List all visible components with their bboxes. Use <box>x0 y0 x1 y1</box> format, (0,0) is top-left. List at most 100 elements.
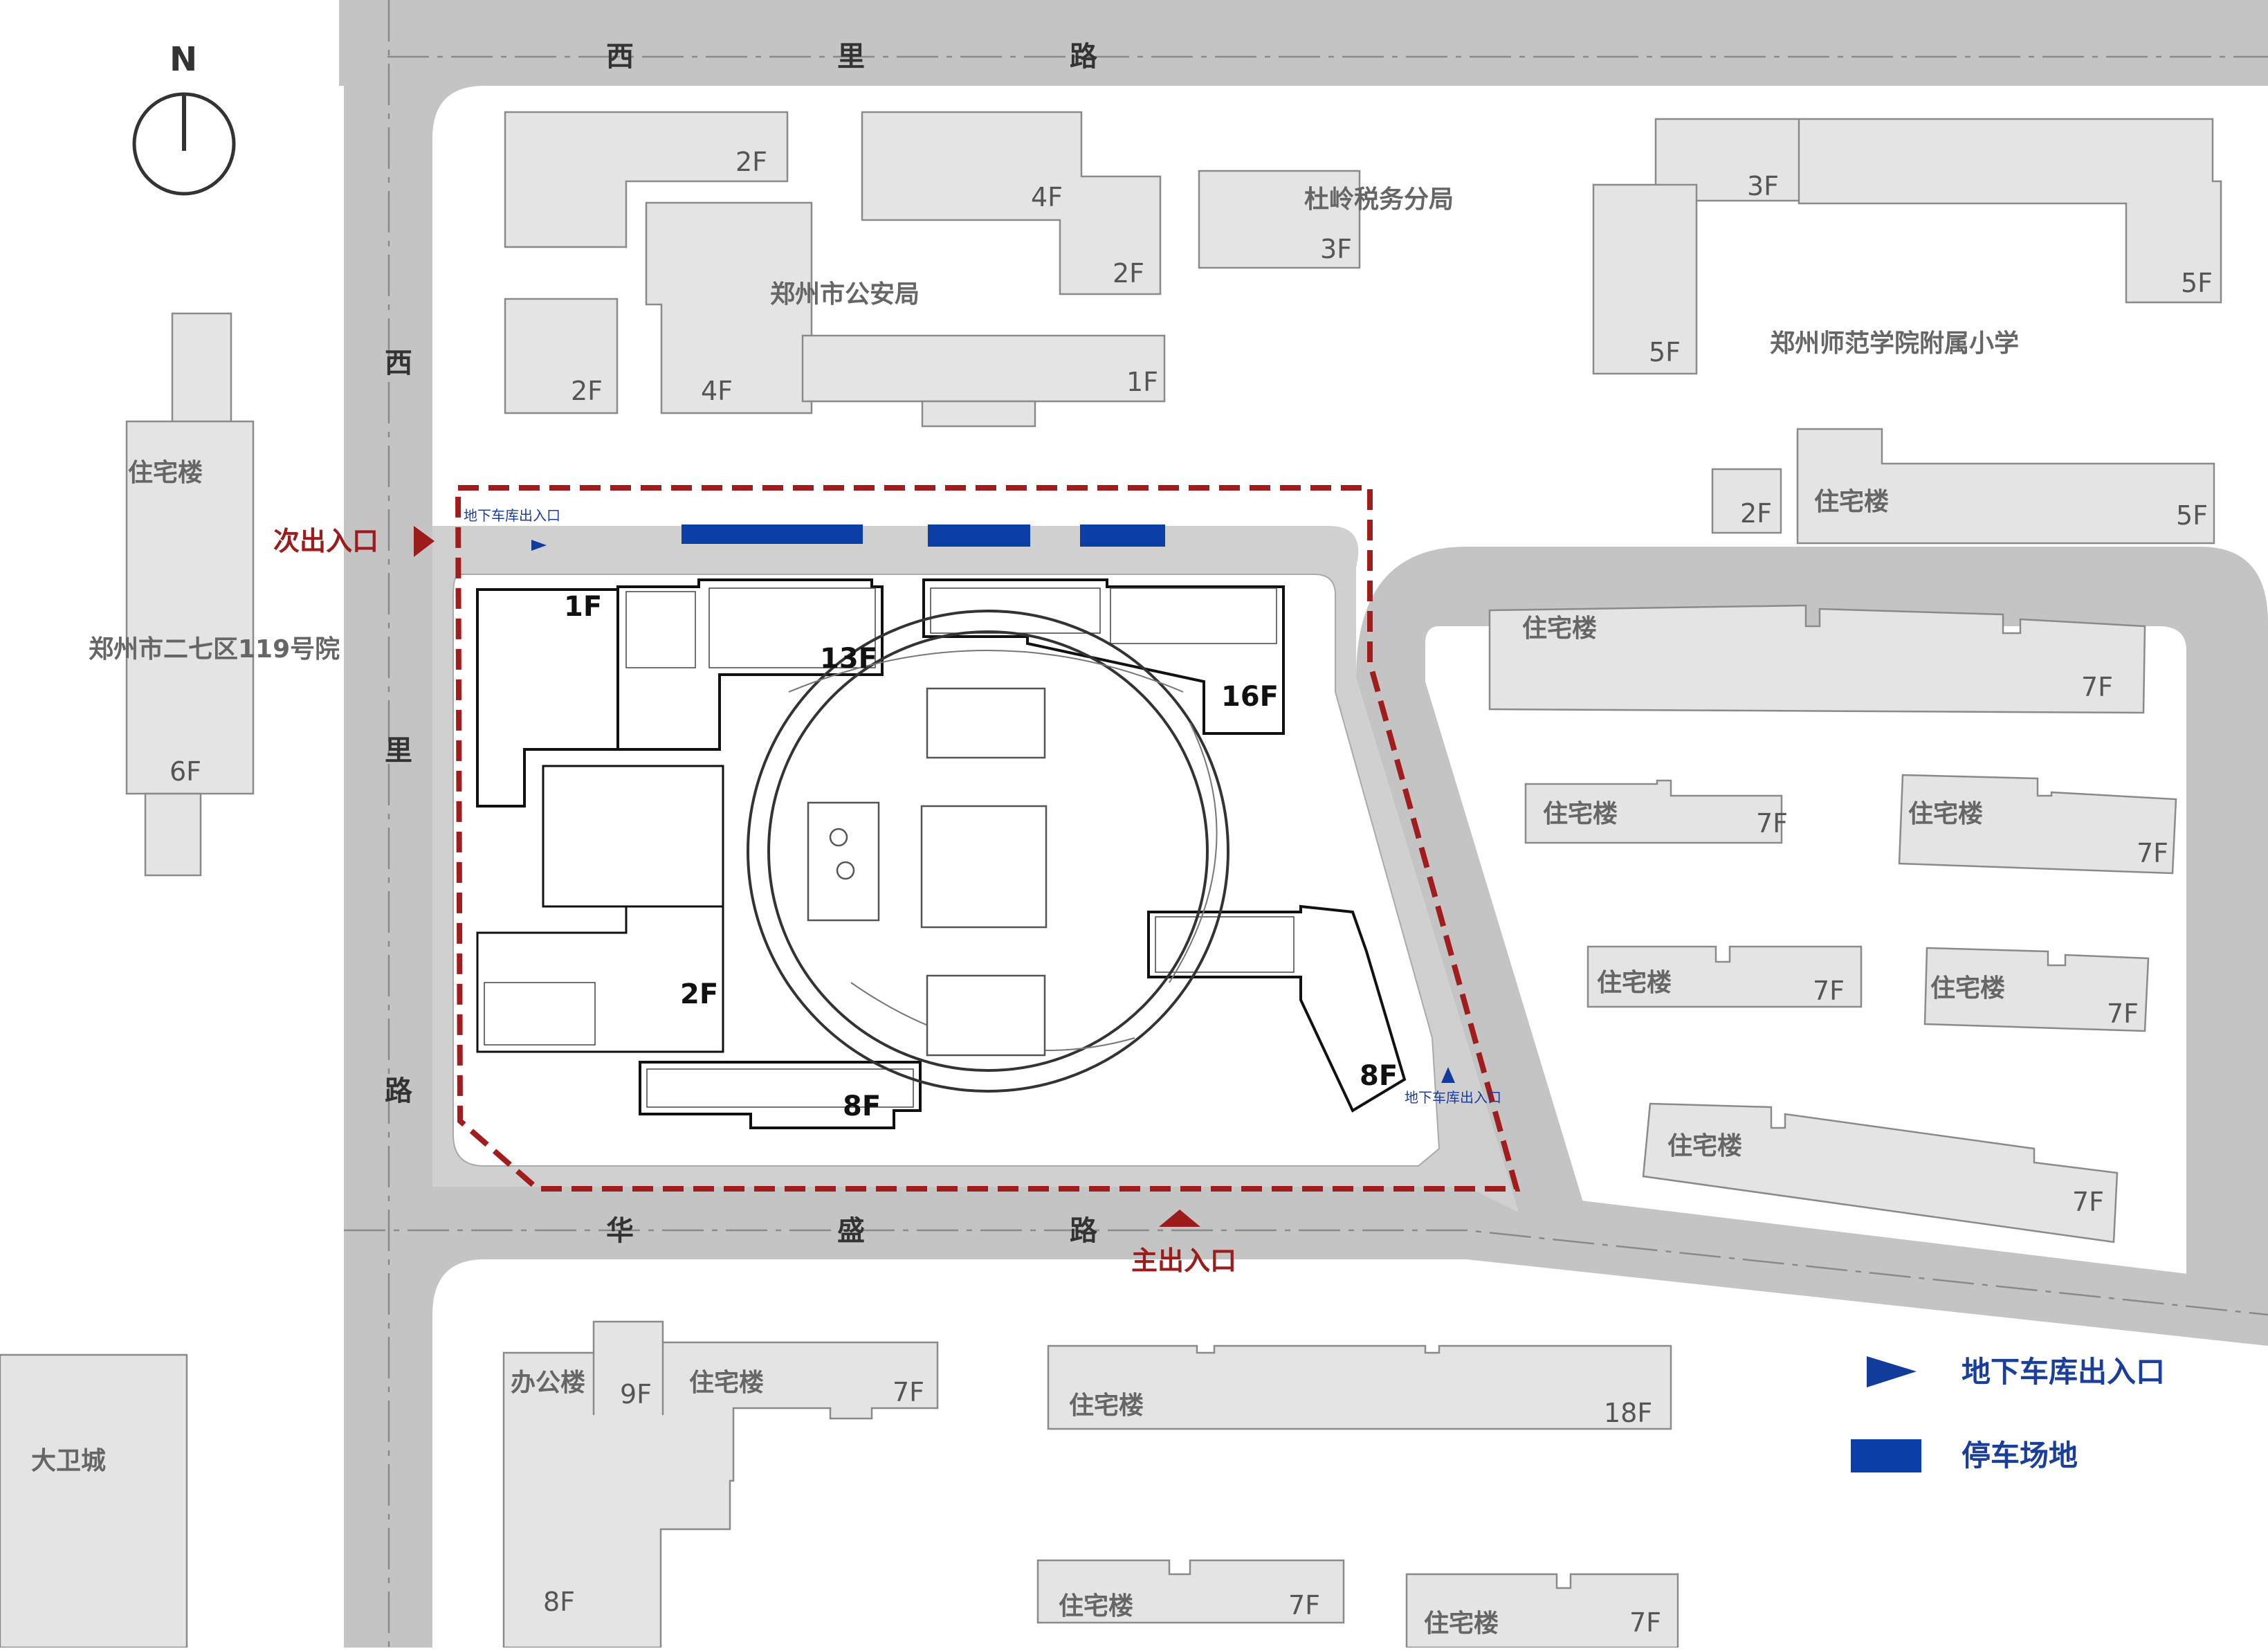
building-dawei <box>0 1353 188 1649</box>
label-7f-e4: 7F <box>1813 976 1845 1006</box>
label-zhuzhai-s4: 住宅楼 <box>1424 1609 1499 1638</box>
label-7f-s4: 7F <box>1629 1607 1661 1638</box>
site-label-8f-b: 8F <box>1360 1060 1398 1092</box>
ring-outer <box>747 610 1229 1093</box>
label-zhuzhai-e1: 住宅楼 <box>1522 614 1597 643</box>
building-e1 <box>1488 604 2146 714</box>
road-huasheng <box>344 1187 2268 1346</box>
ring-track-north <box>788 650 1184 693</box>
building-ne-2f <box>1711 468 1782 534</box>
label-zhuzhai-e3: 住宅楼 <box>1908 799 1983 828</box>
site-label-16f: 16F <box>1221 681 1279 713</box>
building-ne-5f <box>1796 428 2215 545</box>
hatch-8f-south <box>646 1068 914 1108</box>
court-center <box>920 805 1048 929</box>
label-zhuzhai-ne: 住宅楼 <box>1814 487 1889 516</box>
project-site: 1F 13F 16F 2F 8F 8F <box>452 485 1521 1192</box>
label-7f-e1: 7F <box>2081 672 2113 702</box>
road-label-xili-left-1: 西 <box>385 347 412 379</box>
legend-parking-label: 停车场地 <box>1961 1439 2078 1472</box>
inner-courts <box>807 687 1048 1057</box>
road-corner-nw <box>432 86 484 138</box>
building-e3 <box>1898 774 2177 875</box>
ring-track-east <box>1169 722 1218 983</box>
court-south <box>926 974 1046 1057</box>
road-label-xili-top-1: 西 <box>606 41 634 73</box>
building-2f-a <box>504 111 789 248</box>
hatch-13f-a <box>625 591 696 668</box>
entrance-main-label: 主出入口 <box>1131 1246 1236 1276</box>
building-e2 <box>1524 779 1783 844</box>
label-shuiwu: 杜岭税务分局 <box>1304 185 1454 214</box>
label-zhuzhai-s3: 住宅楼 <box>1059 1591 1133 1621</box>
label-dawei: 大卫城 <box>31 1447 106 1475</box>
label-zhuzhai-e2: 住宅楼 <box>1543 799 1618 828</box>
label-bangong: 办公楼 <box>511 1369 585 1397</box>
entrance-secondary-label: 次出入口 <box>273 526 378 556</box>
road-label-huasheng-1: 华 <box>606 1215 634 1247</box>
label-4f-a: 4F <box>1031 182 1063 212</box>
hatch-8f-east <box>1155 916 1295 973</box>
surrounding-buildings <box>0 111 2222 1649</box>
site-bldg-16f <box>922 578 1285 735</box>
garage-right-label: 地下车库出入口 <box>1405 1089 1501 1106</box>
entrance-secondary-arrow <box>414 526 435 557</box>
legend-parking-swatch <box>1851 1439 1921 1472</box>
building-e6 <box>1642 1102 2119 1243</box>
north-label: N <box>170 40 197 79</box>
site-bldg-8f-east <box>1147 904 1407 1113</box>
ring-inner <box>767 630 1209 1072</box>
building-1f <box>801 334 1166 403</box>
road-label-xili-top-2: 里 <box>837 41 865 73</box>
site-label-8f-a: 8F <box>843 1091 881 1122</box>
label-2f-b: 2F <box>1113 258 1144 289</box>
label-2f-ne: 2F <box>1740 498 1772 529</box>
site-label-13f: 13F <box>820 643 877 675</box>
label-5f-school-b: 5F <box>1649 337 1681 367</box>
road-label-huasheng-3: 路 <box>1070 1215 1098 1247</box>
road-east-loop <box>1356 547 2268 1311</box>
label-1f: 1F <box>1126 367 1158 397</box>
building-west-top <box>171 312 232 437</box>
site-buildings <box>476 578 1407 1129</box>
garage-top-label: 地下车库出入口 <box>464 507 560 524</box>
label-zhuzhai-e5: 住宅楼 <box>1930 974 2005 1003</box>
parking-bar-1 <box>682 525 863 544</box>
label-5f-ne: 5F <box>2176 500 2208 531</box>
legend-garage-arrow <box>1867 1356 1917 1387</box>
road-xili-top <box>339 0 2268 86</box>
label-zhuzhai-e4: 住宅楼 <box>1597 968 1672 997</box>
north-arrow: N <box>132 40 236 196</box>
label-8f-s: 8F <box>543 1587 575 1617</box>
court-circle-b <box>836 861 855 880</box>
building-e5 <box>1923 947 2150 1032</box>
hatch-16f-b <box>1110 587 1277 644</box>
label-gongan: 郑州市公安局 <box>770 280 920 309</box>
road-xili-left <box>344 0 432 1648</box>
road-label-huasheng-2: 盛 <box>837 1215 865 1247</box>
building-4f-b <box>645 201 813 414</box>
hatch-2f <box>484 982 596 1046</box>
label-xuexiao: 郑州师范学院附属小学 <box>1770 329 2019 358</box>
site-hatching <box>484 587 1295 1108</box>
label-4f-b: 4F <box>701 376 733 406</box>
road-label-xili-left-3: 路 <box>385 1075 413 1107</box>
label-zhuzhai-e6: 住宅楼 <box>1667 1131 1742 1160</box>
hatch-13f-b <box>708 587 876 668</box>
label-5f-school-a: 5F <box>2181 268 2213 298</box>
building-5f-school <box>1592 183 1698 375</box>
building-3f-school <box>1654 118 2222 304</box>
label-3f-shuiwu: 3F <box>1320 234 1352 264</box>
court-nw <box>807 801 880 922</box>
building-bangong <box>502 1320 939 1649</box>
building-labels: 2F 4F 2F 郑州市公安局 4F 2F 1F 杜岭税务分局 3F 3F 5F… <box>31 147 2213 1638</box>
label-119: 郑州市二七区119号院 <box>89 635 340 664</box>
label-7f-s3: 7F <box>1288 1590 1320 1621</box>
label-18f: 18F <box>1604 1398 1652 1428</box>
site-label-2f: 2F <box>680 978 718 1010</box>
centerline-huasheng <box>344 1229 2268 1316</box>
building-119 <box>125 420 255 795</box>
label-7f-e2: 7F <box>1756 808 1788 839</box>
legend-garage-label: 地下车库出入口 <box>1961 1355 2165 1389</box>
